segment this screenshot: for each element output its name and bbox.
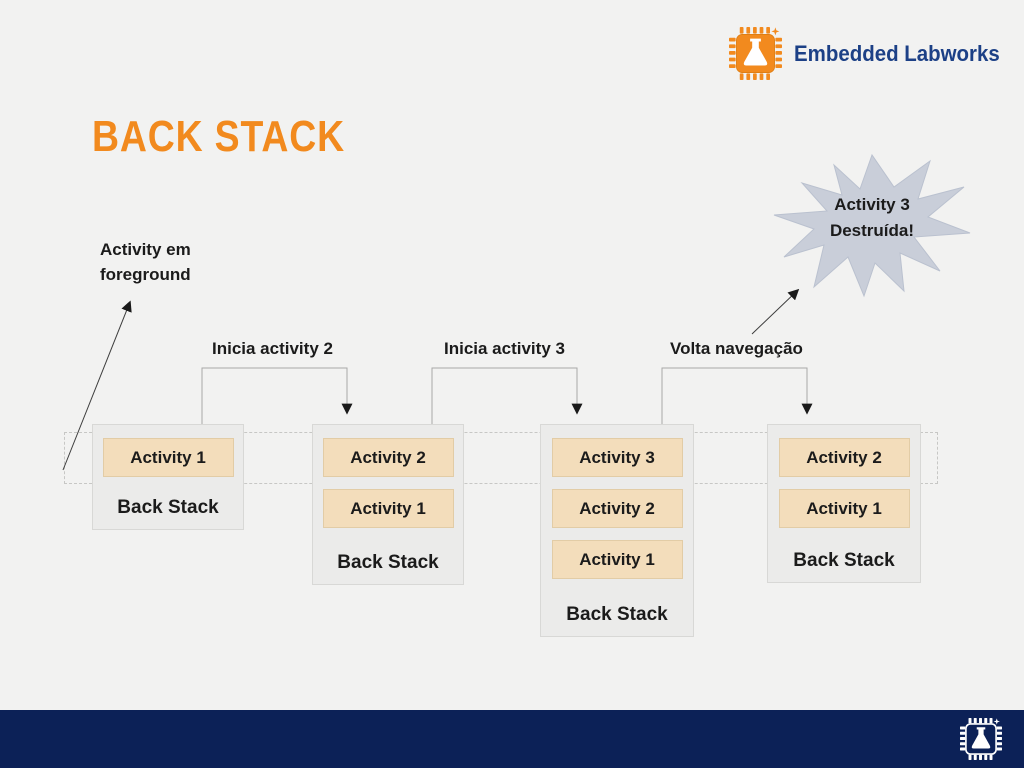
- stack-label: Back Stack: [793, 550, 895, 571]
- back-stack-3: Activity 3 Activity 2 Activity 1 Back Stack: [540, 424, 694, 637]
- activity-box: Activity 1: [322, 489, 454, 528]
- annotation-destroyed-line2: Destruída!: [829, 221, 915, 241]
- brand-name: Embedded Labworks: [794, 40, 1000, 66]
- transition-label-inicia-activity-3: Inicia activity 3: [444, 339, 565, 358]
- transition-label-volta-navegacao: Volta navegação: [670, 339, 803, 358]
- brand-logo: Embedded Labworks: [729, 27, 1015, 80]
- activity-box: Activity 1: [102, 438, 234, 477]
- bracket-volta-navegacao: [661, 367, 813, 424]
- transition-label-inicia-activity-2: Inicia activity 2: [212, 339, 333, 358]
- annotation-destroyed-line1: Activity 3: [834, 195, 910, 214]
- activity-box: Activity 1: [551, 540, 683, 579]
- annotation-foreground: Activity em foreground: [100, 238, 191, 287]
- back-stack-4: Activity 2 Activity 1 Back Stack: [767, 424, 921, 583]
- annotation-destroyed: Activity 3 Destruída!: [772, 192, 972, 245]
- back-stack-2: Activity 2 Activity 1 Back Stack: [312, 424, 464, 585]
- annotation-foreground-line2: foreground: [100, 264, 191, 284]
- footer-bar: [0, 710, 1024, 768]
- annotation-foreground-line1: Activity em: [100, 240, 191, 259]
- activity-box: Activity 3: [551, 438, 683, 477]
- stack-label: Back Stack: [117, 497, 219, 518]
- stack-label: Back Stack: [566, 604, 668, 625]
- activity-box: Activity 2: [322, 438, 454, 477]
- activity-box: Activity 2: [778, 438, 910, 477]
- page-title: BACK STACK: [92, 112, 345, 161]
- bracket-inicia-activity-2: [201, 367, 353, 424]
- stack-label: Back Stack: [337, 552, 439, 573]
- chip-flask-icon: [960, 718, 1002, 760]
- bracket-inicia-activity-3: [431, 367, 583, 424]
- activity-box: Activity 1: [778, 489, 910, 528]
- starburst-shape: [773, 153, 971, 298]
- chip-flask-icon: [729, 27, 782, 80]
- activity-box: Activity 2: [551, 489, 683, 528]
- back-stack-1: Activity 1 Back Stack: [92, 424, 244, 530]
